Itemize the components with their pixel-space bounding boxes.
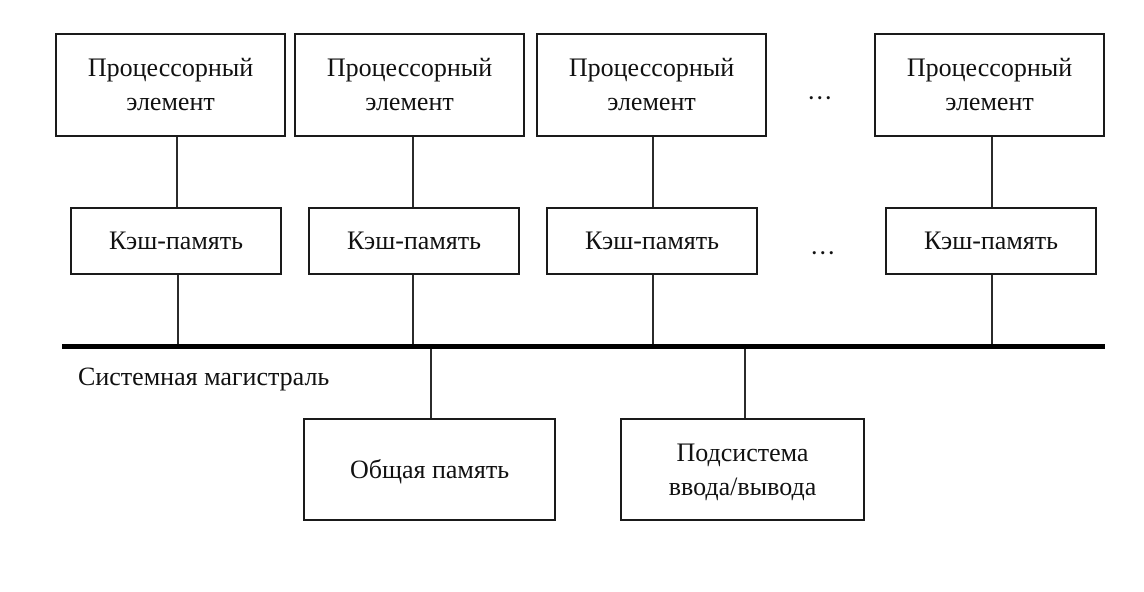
processing-element-2-label: Процессорный элемент [326, 53, 493, 116]
cache-memory-2[interactable]: Кэш-память [308, 207, 520, 275]
cache-memory-1-label: Кэш-память [109, 226, 243, 256]
cache-memory-1[interactable]: Кэш-память [70, 207, 282, 275]
processing-element-4[interactable]: Процессорный элемент [874, 33, 1105, 137]
processing-element-3[interactable]: Процессорный элемент [536, 33, 767, 137]
processing-element-1-label: Процессорный элемент [87, 53, 254, 116]
connector-bus-shared-memory [430, 345, 432, 419]
connector-pe4-cache4 [991, 137, 993, 207]
connector-cache1-bus [177, 275, 179, 347]
connector-cache2-bus [412, 275, 414, 347]
ellipsis-caches: ... [811, 231, 837, 260]
connector-pe3-cache3 [652, 137, 654, 207]
processing-element-3-label: Процессорный элемент [568, 53, 735, 116]
ellipsis-processing-elements: ... [808, 76, 834, 105]
cache-memory-4-label: Кэш-память [924, 226, 1058, 256]
processing-element-1[interactable]: Процессорный элемент [55, 33, 286, 137]
connector-pe1-cache1 [176, 137, 178, 207]
cache-memory-2-label: Кэш-память [347, 226, 481, 256]
connector-cache3-bus [652, 275, 654, 347]
io-subsystem-label: Подсистема ввода/вывода [668, 437, 817, 501]
cache-memory-4[interactable]: Кэш-память [885, 207, 1097, 275]
cache-memory-3[interactable]: Кэш-память [546, 207, 758, 275]
system-bus-line [62, 344, 1105, 349]
processing-element-2[interactable]: Процессорный элемент [294, 33, 525, 137]
cache-memory-3-label: Кэш-память [585, 226, 719, 256]
shared-memory-label: Общая память [349, 454, 510, 484]
connector-cache4-bus [991, 275, 993, 347]
shared-memory[interactable]: Общая память [303, 418, 556, 521]
connector-bus-io-subsystem [744, 345, 746, 419]
system-bus-label: Системная магистраль [78, 362, 330, 391]
connector-pe2-cache2 [412, 137, 414, 207]
io-subsystem[interactable]: Подсистема ввода/вывода [620, 418, 865, 521]
processing-element-4-label: Процессорный элемент [906, 53, 1073, 116]
